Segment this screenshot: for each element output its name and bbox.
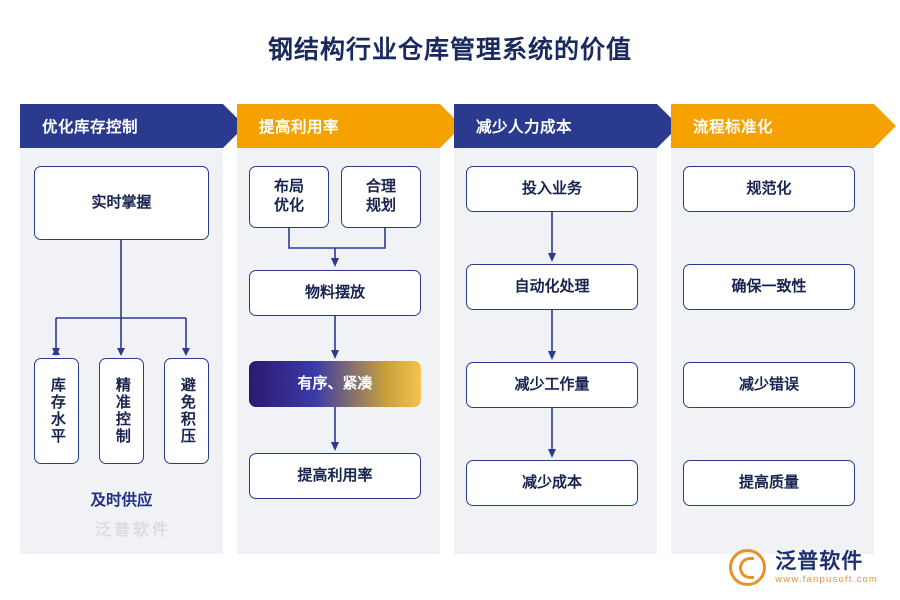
card-automated-processing[interactable]: 自动化处理 — [466, 264, 638, 310]
logo-name-en: www.fanpusoft.com — [775, 573, 878, 585]
column-header-2-label: 提高利用率 — [259, 119, 340, 136]
card-reduce-cost[interactable]: 减少成本 — [466, 460, 638, 506]
logo-name-cn: 泛普软件 — [775, 549, 864, 573]
card-stock-level[interactable]: 库存水平 — [34, 358, 79, 464]
card-reduce-workload[interactable]: 减少工作量 — [466, 362, 638, 408]
watermark: 泛普软件 — [95, 522, 172, 539]
card-improve-utilization[interactable]: 提高利用率 — [249, 453, 421, 499]
column-body-2: 布局优化 合理规划 物料摆放 有序、紧凑 提高利用率 — [237, 148, 440, 554]
column-header-4-label: 流程标准化 — [693, 119, 774, 136]
column-body-4: 规范化 确保一致性 减少错误 提高质量 — [671, 148, 874, 554]
card-avoid-overstock[interactable]: 避免积压 — [164, 358, 209, 464]
card-improve-quality[interactable]: 提高质量 — [683, 460, 855, 506]
card-realtime-control[interactable]: 实时掌握 — [34, 166, 209, 240]
logo-text: 泛普软件 www.fanpusoft.com — [775, 551, 878, 585]
column-header-4: 流程标准化 — [671, 104, 896, 148]
card-reasonable-planning[interactable]: 合理规划 — [341, 166, 421, 228]
column-improve-utilization: 提高利用率 布局优化 合理规划 物料摆放 有序、紧凑 提高利用率 — [237, 104, 462, 554]
column-header-2: 提高利用率 — [237, 104, 462, 148]
page-title: 钢结构行业仓库管理系统的价值 — [267, 36, 632, 64]
brand-logo: 泛普软件 www.fanpusoft.com — [729, 549, 878, 586]
column-footer-1: 及时供应 — [90, 492, 153, 509]
card-invest-business[interactable]: 投入业务 — [466, 166, 638, 212]
card-precise-control[interactable]: 精准控制 — [99, 358, 144, 464]
card-ensure-consistency[interactable]: 确保一致性 — [683, 264, 855, 310]
column-header-1: 优化库存控制 — [20, 104, 245, 148]
column-header-1-label: 优化库存控制 — [42, 119, 139, 136]
diagram-board: 优化库存控制 实时掌握 库存水平 精准控制 — [20, 104, 896, 554]
column-header-3-label: 减少人力成本 — [476, 119, 573, 136]
card-layout-optimization[interactable]: 布局优化 — [249, 166, 329, 228]
card-reduce-errors[interactable]: 减少错误 — [683, 362, 855, 408]
card-standardization[interactable]: 规范化 — [683, 166, 855, 212]
column-optimize-inventory: 优化库存控制 实时掌握 库存水平 精准控制 — [20, 104, 245, 554]
column-process-standardization: 流程标准化 规范化 确保一致性 减少错误 提高质量 — [671, 104, 896, 554]
card-material-placement[interactable]: 物料摆放 — [249, 270, 421, 316]
column-body-3: 自动化处理 减少工作量 减少成本 投入业务 — [454, 148, 657, 554]
card-orderly-compact[interactable]: 有序、紧凑 — [249, 361, 421, 407]
logo-icon — [729, 549, 767, 586]
column-reduce-labor-cost: 减少人力成本 自动化处理 减少工作量 减少成本 投入业务 — [454, 104, 679, 554]
column-header-3: 减少人力成本 — [454, 104, 679, 148]
column-body-1: 实时掌握 库存水平 精准控制 避免积压 及时供应 泛普软件 — [20, 148, 223, 554]
